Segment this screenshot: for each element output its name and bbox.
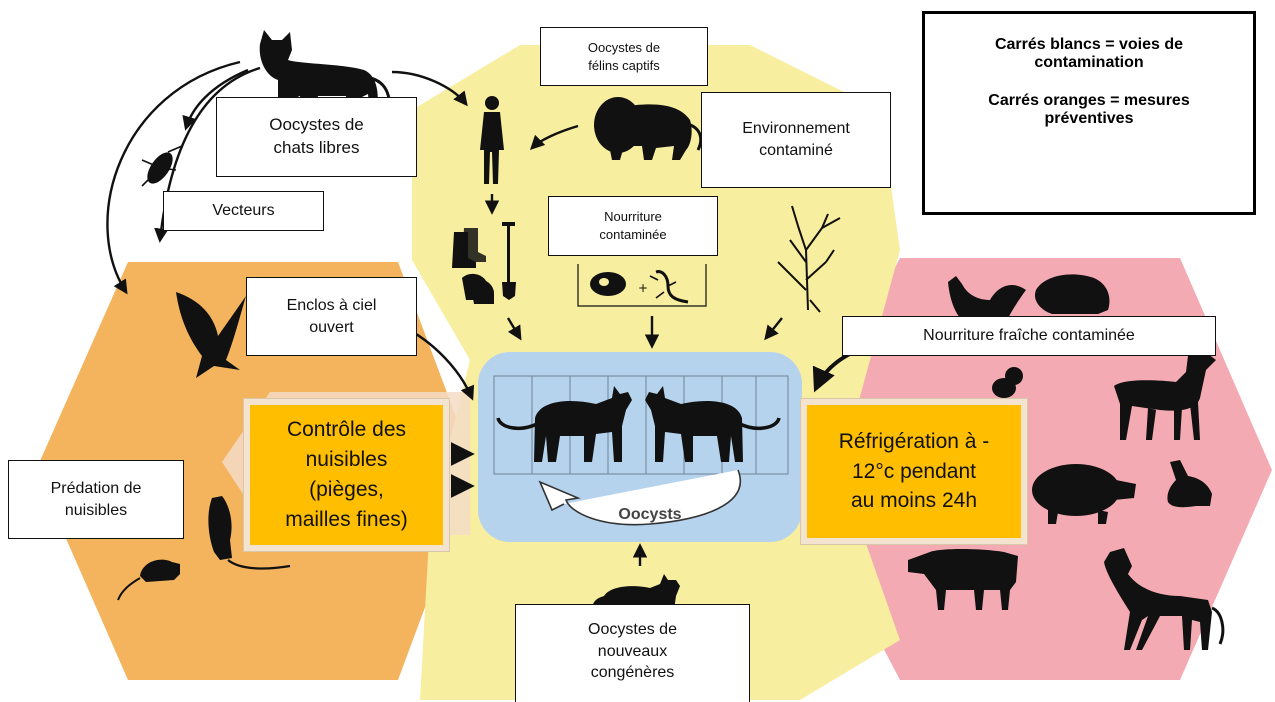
label-environnement-contamine: Environnement contaminé: [742, 118, 850, 161]
label-controle-nuisibles: Contrôle des nuisibles (pièges, mailles …: [285, 415, 408, 534]
label-nouveaux-congeneres: Oocystes de nouveaux congénères: [588, 619, 677, 684]
box-controle-nuisibles: Contrôle des nuisibles (pièges, mailles …: [244, 399, 449, 551]
meat-icon: [590, 272, 626, 296]
insect-icon: [142, 146, 182, 188]
legend-white-squares: Carrés blancs = voies de contamination: [925, 36, 1253, 72]
box-refrigeration: Réfrigération à - 12°c pendant au moins …: [801, 399, 1027, 544]
box-predation-nuisibles: Prédation de nuisibles: [8, 460, 184, 539]
label-enclos-ciel-ouvert: Enclos à ciel ouvert: [287, 295, 377, 338]
oocysts-cycle-label: Oocysts: [600, 506, 700, 524]
label-refrigeration: Réfrigération à - 12°c pendant au moins …: [839, 427, 990, 516]
box-oocystes-chats-libres: Oocystes de chats libres: [216, 97, 417, 177]
box-environnement-contamine: Environnement contaminé: [701, 92, 891, 188]
box-nouveaux-congeneres: Oocystes de nouveaux congénères: [515, 604, 750, 702]
label-predation-nuisibles: Prédation de nuisibles: [51, 478, 142, 521]
box-vecteurs: Vecteurs: [163, 191, 324, 231]
label-oocystes-felins-captifs: Oocystes de félins captifs: [588, 39, 660, 74]
legend-orange-squares: Carrés oranges = mesures préventives: [925, 92, 1253, 128]
box-nourriture-contaminee: Nourriture contaminée: [548, 196, 718, 256]
label-nourriture-fraiche: Nourriture fraîche contaminée: [923, 325, 1135, 347]
box-enclos-ciel-ouvert: Enclos à ciel ouvert: [246, 277, 417, 356]
label-nourriture-contaminee: Nourriture contaminée: [599, 208, 666, 243]
box-nourriture-fraiche: Nourriture fraîche contaminée: [842, 316, 1216, 356]
plus-sign: +: [638, 281, 648, 295]
label-oocystes-chats-libres: Oocystes de chats libres: [269, 114, 364, 160]
legend-box: Carrés blancs = voies de contamination C…: [922, 11, 1256, 215]
label-vecteurs: Vecteurs: [212, 200, 274, 222]
box-oocystes-felins-captifs: Oocystes de félins captifs: [540, 27, 708, 86]
